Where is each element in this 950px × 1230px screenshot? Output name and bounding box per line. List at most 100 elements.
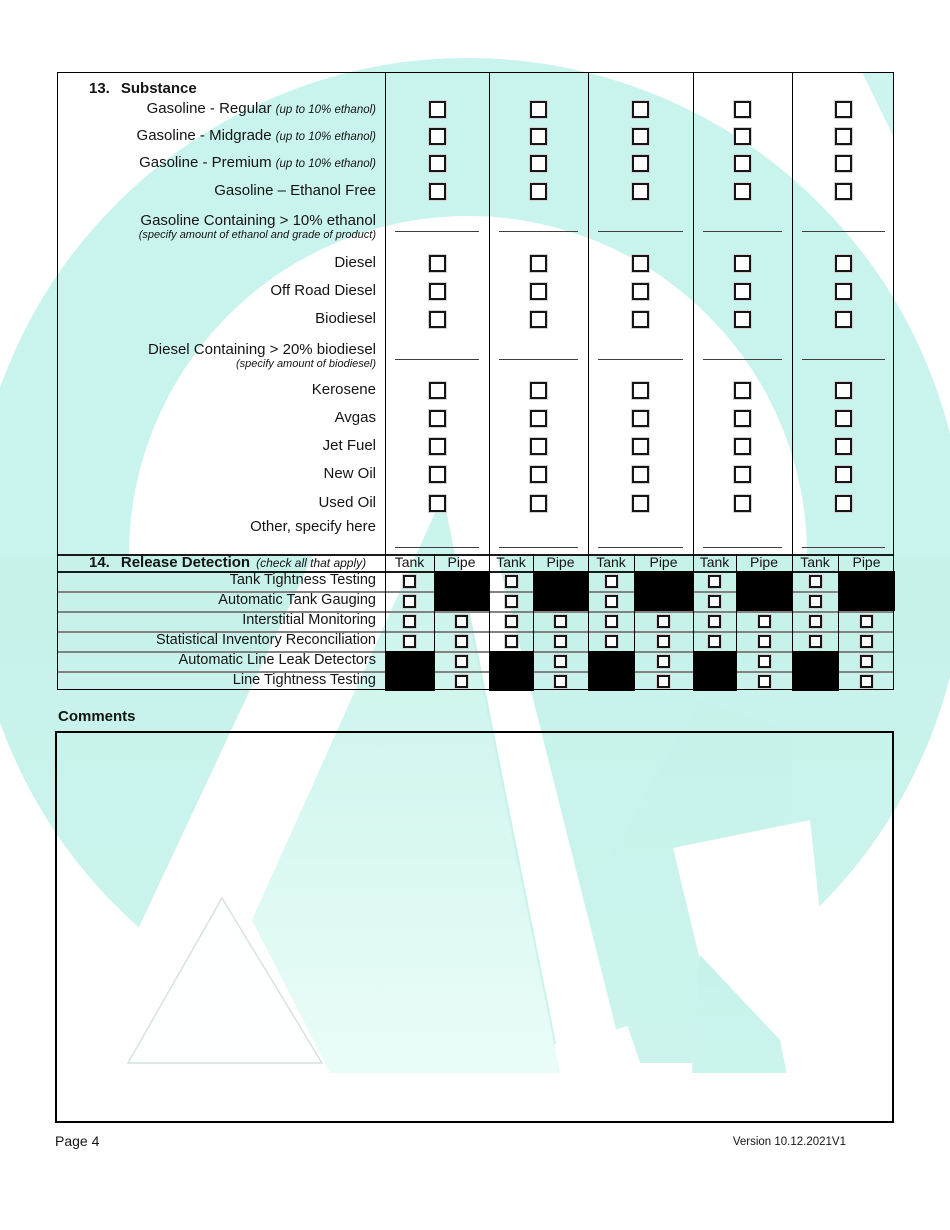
release-checkbox-tank[interactable]: [604, 574, 618, 588]
substance-checkbox[interactable]: [734, 310, 751, 328]
substance-checkbox[interactable]: [530, 100, 547, 118]
substance-checkbox[interactable]: [835, 381, 852, 399]
release-checkbox-pipe[interactable]: [757, 674, 771, 688]
write-in-blank[interactable]: [395, 547, 479, 548]
substance-checkbox[interactable]: [835, 254, 852, 272]
substance-checkbox[interactable]: [835, 282, 852, 300]
substance-checkbox[interactable]: [835, 494, 852, 512]
release-checkbox-tank[interactable]: [808, 574, 822, 588]
release-checkbox-pipe[interactable]: [554, 634, 567, 648]
release-checkbox-pipe[interactable]: [657, 614, 670, 628]
write-in-blank[interactable]: [598, 547, 683, 548]
release-checkbox-tank[interactable]: [604, 614, 618, 628]
substance-checkbox[interactable]: [632, 381, 649, 399]
substance-checkbox[interactable]: [835, 437, 852, 455]
substance-checkbox[interactable]: [632, 282, 649, 300]
substance-checkbox[interactable]: [530, 282, 547, 300]
release-checkbox-tank[interactable]: [504, 634, 518, 648]
substance-checkbox[interactable]: [632, 437, 649, 455]
write-in-blank[interactable]: [598, 231, 683, 232]
substance-checkbox[interactable]: [632, 100, 649, 118]
substance-checkbox[interactable]: [734, 437, 751, 455]
substance-checkbox[interactable]: [734, 127, 751, 145]
write-in-blank[interactable]: [499, 359, 578, 360]
write-in-blank[interactable]: [598, 359, 683, 360]
substance-checkbox[interactable]: [835, 154, 852, 172]
write-in-blank[interactable]: [703, 547, 782, 548]
substance-checkbox[interactable]: [428, 494, 446, 512]
substance-checkbox[interactable]: [428, 127, 446, 145]
release-checkbox-tank[interactable]: [403, 634, 416, 648]
release-checkbox-tank[interactable]: [708, 634, 721, 648]
substance-checkbox[interactable]: [530, 494, 547, 512]
substance-checkbox[interactable]: [632, 494, 649, 512]
substance-checkbox[interactable]: [835, 127, 852, 145]
release-checkbox-tank[interactable]: [708, 594, 721, 608]
substance-checkbox[interactable]: [835, 465, 852, 483]
release-checkbox-pipe[interactable]: [455, 634, 468, 648]
substance-checkbox[interactable]: [835, 100, 852, 118]
write-in-blank[interactable]: [499, 231, 578, 232]
substance-checkbox[interactable]: [734, 409, 751, 427]
substance-checkbox[interactable]: [428, 282, 446, 300]
release-checkbox-pipe[interactable]: [657, 654, 670, 668]
comments-box[interactable]: [55, 731, 894, 1123]
release-checkbox-tank[interactable]: [403, 594, 416, 608]
release-checkbox-tank[interactable]: [808, 614, 822, 628]
substance-checkbox[interactable]: [734, 100, 751, 118]
release-checkbox-tank[interactable]: [708, 574, 721, 588]
release-checkbox-pipe[interactable]: [860, 654, 873, 668]
substance-checkbox[interactable]: [428, 409, 446, 427]
substance-checkbox[interactable]: [428, 437, 446, 455]
substance-checkbox[interactable]: [530, 254, 547, 272]
release-checkbox-tank[interactable]: [504, 574, 518, 588]
release-checkbox-pipe[interactable]: [455, 614, 468, 628]
write-in-blank[interactable]: [802, 231, 885, 232]
substance-checkbox[interactable]: [530, 465, 547, 483]
write-in-blank[interactable]: [395, 359, 479, 360]
substance-checkbox[interactable]: [530, 182, 547, 200]
substance-checkbox[interactable]: [835, 310, 852, 328]
release-checkbox-tank[interactable]: [504, 614, 518, 628]
substance-checkbox[interactable]: [734, 381, 751, 399]
release-checkbox-pipe[interactable]: [860, 634, 873, 648]
release-checkbox-pipe[interactable]: [554, 614, 567, 628]
substance-checkbox[interactable]: [428, 381, 446, 399]
write-in-blank[interactable]: [802, 547, 885, 548]
substance-checkbox[interactable]: [530, 381, 547, 399]
substance-checkbox[interactable]: [835, 409, 852, 427]
release-checkbox-tank[interactable]: [504, 594, 518, 608]
substance-checkbox[interactable]: [632, 465, 649, 483]
substance-checkbox[interactable]: [632, 182, 649, 200]
substance-checkbox[interactable]: [734, 282, 751, 300]
release-checkbox-pipe[interactable]: [455, 654, 468, 668]
write-in-blank[interactable]: [703, 231, 782, 232]
substance-checkbox[interactable]: [632, 409, 649, 427]
release-checkbox-tank[interactable]: [604, 634, 618, 648]
substance-checkbox[interactable]: [835, 182, 852, 200]
substance-checkbox[interactable]: [734, 494, 751, 512]
write-in-blank[interactable]: [395, 231, 479, 232]
substance-checkbox[interactable]: [428, 465, 446, 483]
substance-checkbox[interactable]: [428, 254, 446, 272]
substance-checkbox[interactable]: [734, 182, 751, 200]
release-checkbox-pipe[interactable]: [757, 654, 771, 668]
release-checkbox-tank[interactable]: [808, 634, 822, 648]
release-checkbox-tank[interactable]: [708, 614, 721, 628]
release-checkbox-pipe[interactable]: [757, 614, 771, 628]
release-checkbox-pipe[interactable]: [657, 634, 670, 648]
write-in-blank[interactable]: [499, 547, 578, 548]
write-in-blank[interactable]: [703, 359, 782, 360]
substance-checkbox[interactable]: [530, 437, 547, 455]
substance-checkbox[interactable]: [530, 154, 547, 172]
release-checkbox-pipe[interactable]: [554, 654, 567, 668]
release-checkbox-pipe[interactable]: [455, 674, 468, 688]
release-checkbox-tank[interactable]: [808, 594, 822, 608]
release-checkbox-pipe[interactable]: [860, 674, 873, 688]
substance-checkbox[interactable]: [530, 127, 547, 145]
substance-checkbox[interactable]: [428, 310, 446, 328]
substance-checkbox[interactable]: [428, 154, 446, 172]
substance-checkbox[interactable]: [530, 310, 547, 328]
substance-checkbox[interactable]: [632, 310, 649, 328]
substance-checkbox[interactable]: [428, 182, 446, 200]
